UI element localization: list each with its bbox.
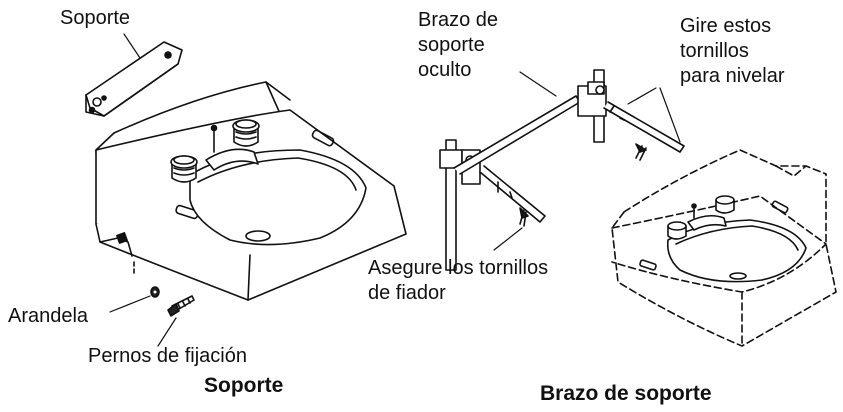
- label-brazo-de-soporte-oculto: Brazo de soporte oculto: [418, 8, 498, 83]
- label-gire-estos-tornillos: Gire estos tornillos para nivelar: [680, 14, 785, 89]
- concealed-arm-carrier: [439, 69, 685, 271]
- label-line: Brazo de: [418, 9, 499, 31]
- washer-and-bolt: [109, 286, 195, 347]
- label-soporte: Soporte: [60, 7, 131, 29]
- label-line: tornillos: [680, 40, 749, 62]
- caption-soporte: Soporte: [204, 374, 284, 397]
- label-line: Asegure los tornillos: [368, 257, 549, 279]
- caption-brazo-de-soporte: Brazo de soporte: [540, 382, 712, 405]
- label-line: soporte: [418, 34, 485, 56]
- label-line: oculto: [418, 59, 472, 81]
- sink-left: [95, 81, 407, 301]
- label-line: para nivelar: [680, 65, 785, 87]
- label-arandela: Arandela: [8, 305, 89, 327]
- label-line: Gire estos: [680, 15, 772, 37]
- label-asegure-los-tornillos: Asegure los tornillos de fiador: [368, 256, 548, 306]
- label-pernos-de-fijacion: Pernos de fijación: [88, 345, 247, 367]
- sink-right-dashed: [611, 149, 837, 347]
- wall-bracket: [85, 41, 183, 117]
- label-line: de fiador: [368, 282, 446, 304]
